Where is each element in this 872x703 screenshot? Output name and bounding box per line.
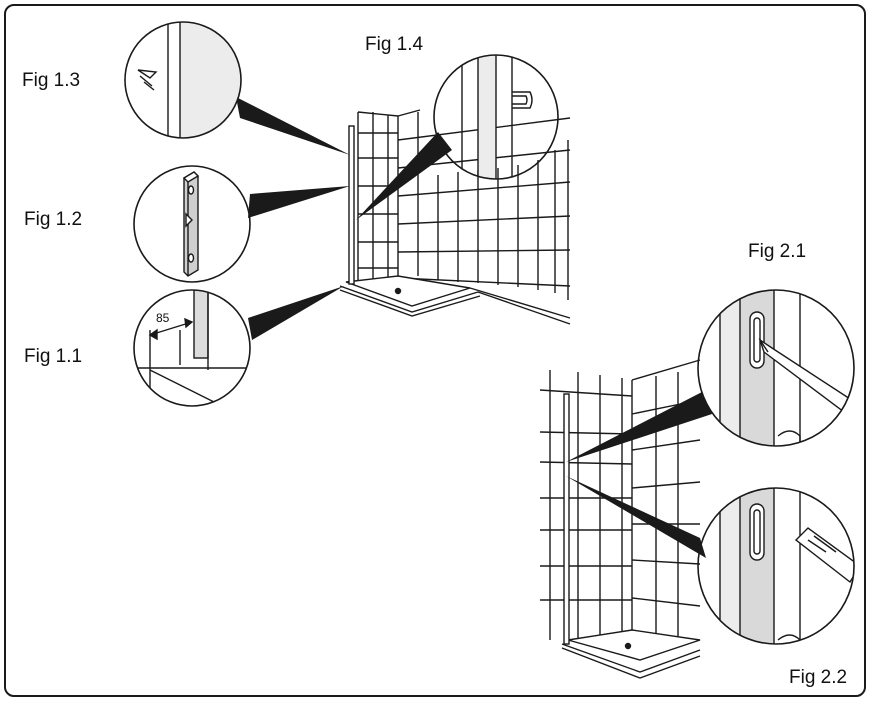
scene-1-shower-tray <box>339 275 571 325</box>
detail-circle-fig-1-4 <box>433 54 559 180</box>
dimension-85-label: 85 <box>156 311 170 325</box>
detail-circle-fig-1-1: 85 <box>133 289 251 407</box>
fig-1-3-label: Fig 1.3 <box>22 70 81 91</box>
scene-2-shower-corner <box>539 359 701 679</box>
detail-circle-fig-1-2 <box>133 165 251 283</box>
scene-1-back-wall-tiles <box>357 111 399 282</box>
fig-2-2-label: Fig 2.2 <box>789 667 848 688</box>
scene-2-leaders <box>566 392 712 558</box>
detail-circle-fig-1-3 <box>124 21 242 139</box>
scene-2-shower-tray <box>561 629 701 679</box>
scene-1-wall-profile <box>348 125 355 285</box>
detail-circle-fig-2-2 <box>697 487 855 645</box>
fig-2-1-label: Fig 2.1 <box>748 241 807 262</box>
diagram-border <box>4 4 866 697</box>
scene-1-leaders <box>236 97 452 340</box>
fig-1-2-label: Fig 1.2 <box>24 209 83 230</box>
detail-circle-fig-2-1 <box>697 289 855 447</box>
scene-1-shower-corner <box>339 109 571 325</box>
fig-1-4-label: Fig 1.4 <box>365 34 424 55</box>
scene-2-wall-profile <box>563 393 570 645</box>
fig-1-1-label: Fig 1.1 <box>24 346 83 367</box>
